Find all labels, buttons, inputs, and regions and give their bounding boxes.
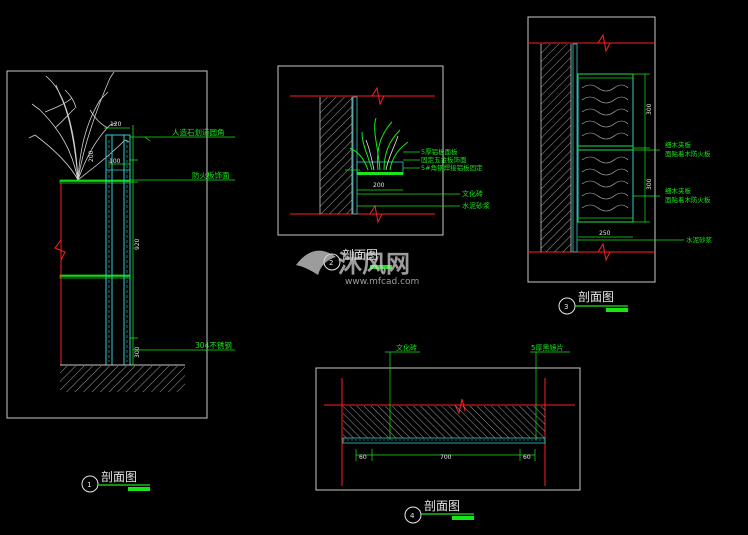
section-number-circle xyxy=(81,475,99,493)
label-angle-steel: 5#角钢焊接铝板固定 xyxy=(421,163,483,172)
section-4: 60 700 60 文化砖 5厚黑镜片 4 剖面图 xyxy=(315,343,581,524)
label-hardware-panel: 固定五金板饰面 xyxy=(421,155,467,164)
section-number-circle xyxy=(404,506,422,524)
section-3: 300 300 250 细木夹板 面贴着木防火板 细木夹板 面贴着木防火板 水泥… xyxy=(527,16,713,315)
wall-hatch xyxy=(320,97,352,214)
label-blockboard: 细木夹板 xyxy=(665,186,692,195)
section-number: 2 xyxy=(329,259,333,267)
dim-text: 200 xyxy=(88,150,95,162)
dim-text: 700 xyxy=(440,454,452,461)
label-aluminum-panel: 5厚铝板面板 xyxy=(421,147,458,156)
label-fire-veneer: 面贴着木防火板 xyxy=(665,195,711,204)
label-culture-brick: 文化砖 xyxy=(462,189,483,198)
wall-hatch xyxy=(343,406,545,438)
watermark-brand: 沐风网 xyxy=(338,250,410,278)
dim-text: 300 xyxy=(134,346,141,358)
wall-hatch xyxy=(541,44,571,252)
dim-text: 300 xyxy=(646,178,653,190)
section-title: 剖面图 xyxy=(342,248,378,262)
label-steel: 304不锈钢 xyxy=(195,340,232,350)
section-number: 3 xyxy=(564,303,568,311)
label-blockboard: 细木夹板 xyxy=(665,140,692,149)
section-title: 剖面图 xyxy=(578,290,614,304)
dim-text: 60 xyxy=(359,454,367,461)
dim-text: 250 xyxy=(599,230,611,237)
section-number: 1 xyxy=(87,481,91,489)
watermark-logo-icon xyxy=(296,250,336,275)
label-cement-mortar: 水泥砂浆 xyxy=(686,235,713,244)
dim-text: 300 xyxy=(646,103,653,115)
label-culture-brick: 文化砖 xyxy=(396,343,417,352)
label-stone-edge: 人造石划道圆角 xyxy=(172,127,225,137)
section-2: 200 5厚铝板面板 固定五金板饰面 5#角钢焊接铝板固定 文化砖 水泥砂浆 2… xyxy=(277,65,490,271)
watermark: 沐风网 www.mfcad.com xyxy=(296,250,419,287)
section-2-frame xyxy=(277,65,444,236)
label-fire-veneer: 面贴着木防火板 xyxy=(665,149,711,158)
section-number: 4 xyxy=(410,512,415,520)
dim-text: 920 xyxy=(134,238,141,250)
section-4-frame xyxy=(315,367,581,491)
dim-text: 100 xyxy=(109,158,121,165)
dim-text: 120 xyxy=(110,121,122,128)
dim-text: 60 xyxy=(523,454,531,461)
section-title: 剖面图 xyxy=(424,499,460,513)
watermark-url: www.mfcad.com xyxy=(345,277,419,287)
dim-text: 200 xyxy=(373,182,385,189)
label-black-mirror: 5厚黑镜片 xyxy=(531,343,563,352)
section-1: 120 200 100 920 300 人造石划道圆角 防火板饰面 304不锈钢… xyxy=(6,70,235,493)
label-fireboard: 防火板饰面 xyxy=(192,170,230,180)
plant-illustration xyxy=(28,71,130,181)
section-3-frame xyxy=(527,16,656,283)
section-1-frame xyxy=(6,70,208,419)
label-cement-mortar: 水泥砂浆 xyxy=(462,201,490,210)
section-title: 剖面图 xyxy=(101,470,137,484)
ground-hatch xyxy=(60,366,185,392)
